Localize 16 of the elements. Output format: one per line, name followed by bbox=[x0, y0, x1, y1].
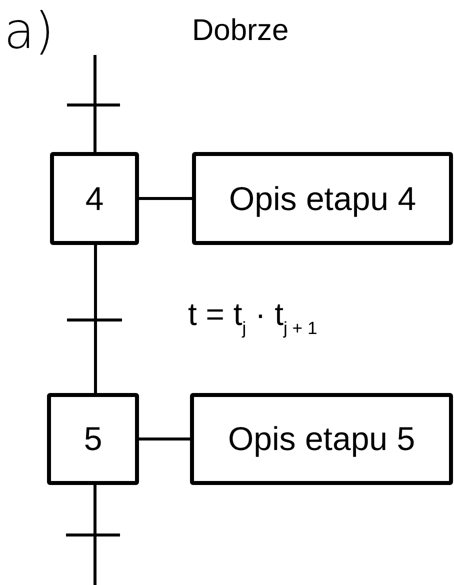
action-text: Opis etapu 5 bbox=[228, 420, 416, 458]
action-text: Opis etapu 4 bbox=[228, 180, 416, 218]
panel-label: a) bbox=[4, 2, 54, 60]
action-box bbox=[192, 152, 453, 245]
transition-condition: t = t$_{j}$ · t$_{j + 1}$ bbox=[188, 296, 318, 339]
heading: Dobrze bbox=[192, 14, 289, 48]
step-number: 5 bbox=[84, 420, 102, 458]
step-number: 4 bbox=[85, 180, 104, 218]
connector-line bbox=[94, 245, 97, 393]
step-box bbox=[50, 152, 139, 245]
action-box bbox=[190, 393, 453, 485]
connector-line bbox=[139, 438, 190, 440]
connector-line bbox=[94, 485, 96, 585]
connector-line bbox=[139, 197, 192, 200]
connector-line bbox=[94, 55, 96, 152]
step-box bbox=[47, 393, 139, 485]
